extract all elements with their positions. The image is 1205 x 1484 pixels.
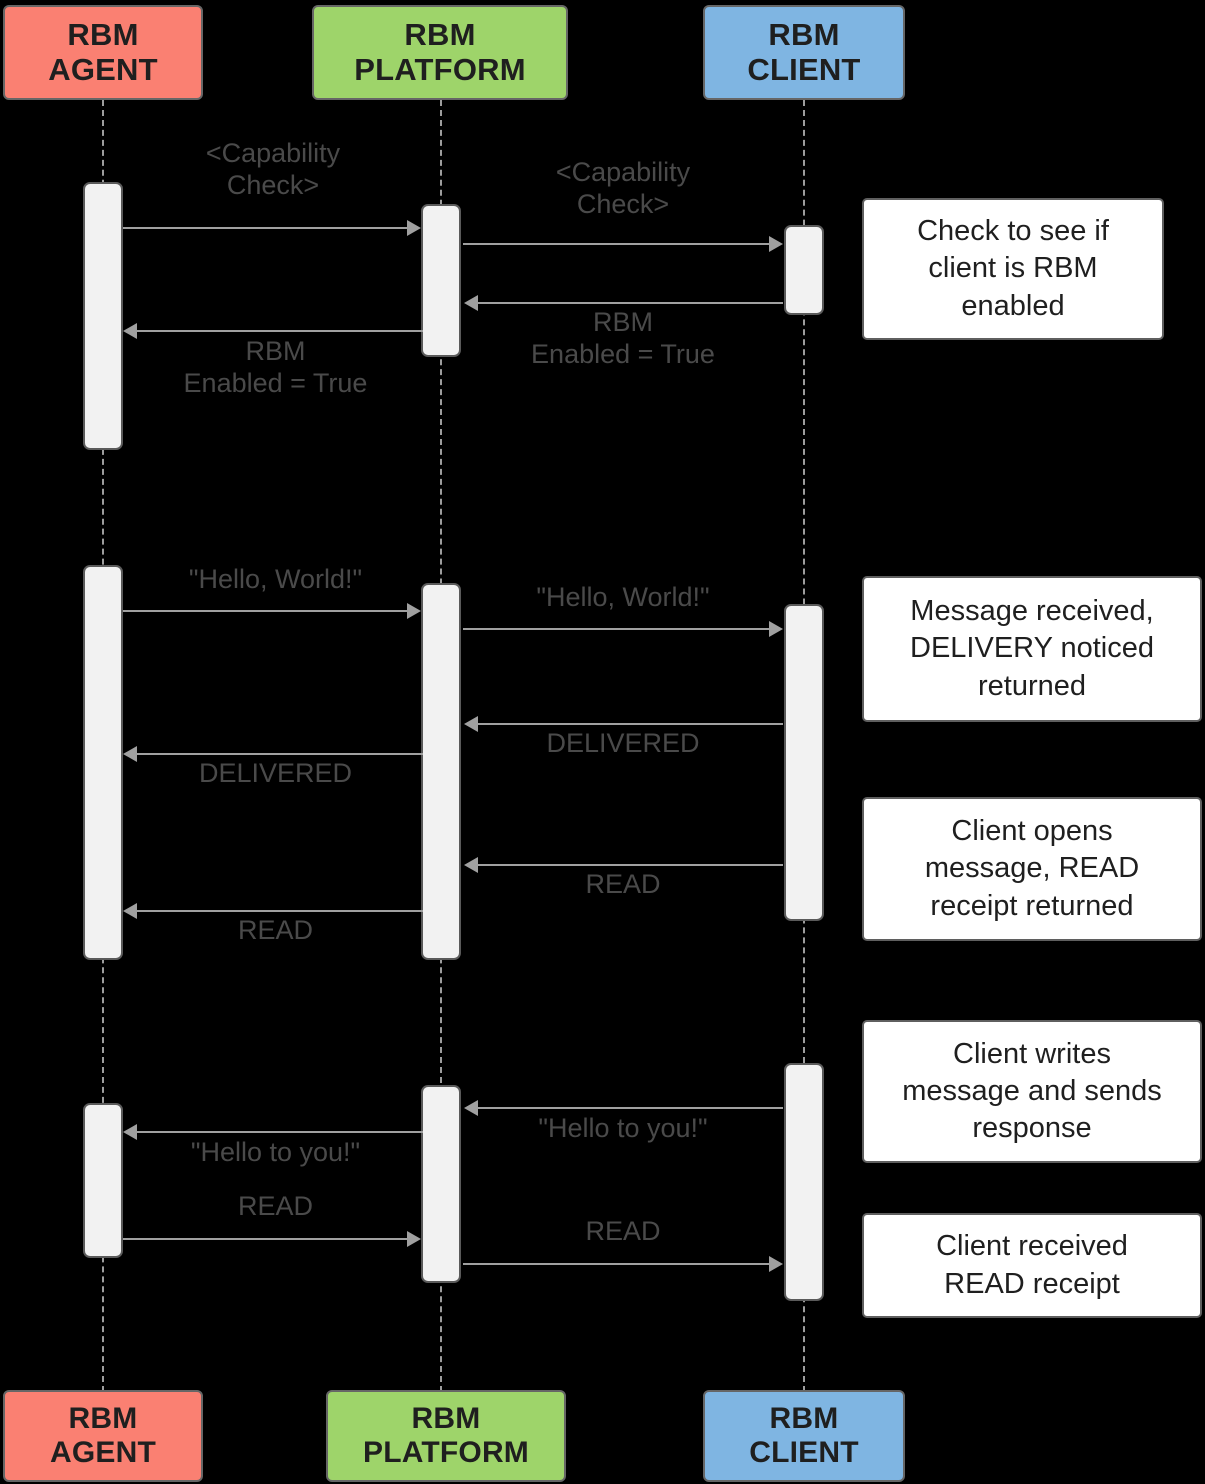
actor-footer-agent[interactable]: RBM AGENT: [3, 1390, 203, 1482]
message-line-m2: [463, 243, 773, 245]
note-capability-check: Check to see if client is RBM enabled: [862, 198, 1164, 340]
actor-header-client[interactable]: RBM CLIENT: [703, 5, 905, 100]
actor-header-client-line2: CLIENT: [747, 51, 861, 87]
message-line-m10: [137, 910, 423, 912]
message-label-m13: READ: [237, 1191, 313, 1221]
message-label-m3: RBM Enabled = True: [531, 307, 715, 369]
actor-footer-client[interactable]: RBM CLIENT: [703, 1390, 905, 1482]
actor-header-platform-line1: RBM: [404, 16, 476, 52]
activation-platform-3: [421, 1085, 461, 1283]
message-label-m4: RBM Enabled = True: [183, 336, 368, 398]
message-label-m8: DELIVERED: [198, 758, 353, 788]
note-client-writes-message: Client writes message and sends response: [862, 1020, 1202, 1163]
actor-footer-agent-line1: RBM: [68, 1402, 138, 1436]
message-label-m6: "Hello, World!": [536, 582, 710, 612]
message-arrowhead-m4: [123, 323, 137, 339]
message-label-m12: "Hello to you!": [190, 1137, 361, 1167]
activation-agent-1: [83, 182, 123, 450]
message-arrowhead-m14: [769, 1256, 783, 1272]
actor-header-agent-line2: AGENT: [48, 51, 158, 87]
message-line-m8: [137, 753, 423, 755]
message-arrowhead-m11: [464, 1100, 478, 1116]
message-label-m11: "Hello to you!": [538, 1113, 708, 1143]
message-arrowhead-m1: [407, 220, 421, 236]
actor-footer-client-line1: RBM: [769, 1402, 839, 1436]
actor-footer-platform[interactable]: RBM PLATFORM: [326, 1390, 566, 1482]
actor-footer-platform-line1: RBM: [411, 1402, 481, 1436]
activation-platform-1: [421, 204, 461, 357]
message-label-m2: <Capability Check>: [555, 157, 691, 219]
message-arrowhead-m13: [407, 1231, 421, 1247]
actor-header-agent[interactable]: RBM AGENT: [3, 5, 203, 100]
message-line-m14: [463, 1263, 773, 1265]
activation-client-3: [784, 1063, 824, 1301]
actor-footer-agent-line2: AGENT: [50, 1436, 156, 1469]
note-client-opens-message: Client opens message, READ receipt retur…: [862, 797, 1202, 941]
message-line-m13: [123, 1238, 411, 1240]
activation-platform-2: [421, 583, 461, 960]
message-arrowhead-m2: [769, 236, 783, 252]
note-client-received-read: Client received READ receipt: [862, 1213, 1202, 1318]
actor-header-agent-line1: RBM: [67, 16, 139, 52]
message-arrowhead-m5: [407, 603, 421, 619]
message-line-m11: [477, 1107, 783, 1109]
message-arrowhead-m8: [123, 746, 137, 762]
message-label-m14: READ: [585, 1216, 661, 1246]
message-arrowhead-m9: [464, 857, 478, 873]
message-arrowhead-m3: [464, 295, 478, 311]
message-line-m3: [477, 302, 783, 304]
message-label-m7: DELIVERED: [546, 728, 700, 758]
activation-agent-3: [83, 1103, 123, 1258]
message-line-m12: [137, 1131, 423, 1133]
message-label-m9: READ: [585, 869, 661, 899]
message-line-m6: [463, 628, 773, 630]
actor-footer-platform-line2: PLATFORM: [362, 1436, 529, 1469]
message-arrowhead-m6: [769, 621, 783, 637]
activation-client-1: [784, 225, 824, 315]
message-line-m4: [137, 330, 423, 332]
actor-header-platform[interactable]: RBM PLATFORM: [312, 5, 568, 100]
message-line-m1: [123, 227, 411, 229]
message-label-m10: READ: [237, 915, 313, 945]
message-label-m5: "Hello, World!": [188, 564, 363, 594]
activation-agent-2: [83, 565, 123, 960]
message-arrowhead-m7: [464, 716, 478, 732]
message-line-m9: [477, 864, 783, 866]
message-line-m7: [477, 723, 783, 725]
actor-footer-client-line2: CLIENT: [749, 1436, 859, 1469]
note-message-received: Message received, DELIVERY noticed retur…: [862, 576, 1202, 722]
message-arrowhead-m12: [123, 1124, 137, 1140]
message-label-m1: <Capability Check>: [205, 138, 341, 200]
message-line-m5: [123, 610, 411, 612]
actor-header-client-line1: RBM: [768, 16, 840, 52]
activation-client-2: [784, 604, 824, 921]
actor-header-platform-line2: PLATFORM: [354, 51, 526, 87]
message-arrowhead-m10: [123, 903, 137, 919]
